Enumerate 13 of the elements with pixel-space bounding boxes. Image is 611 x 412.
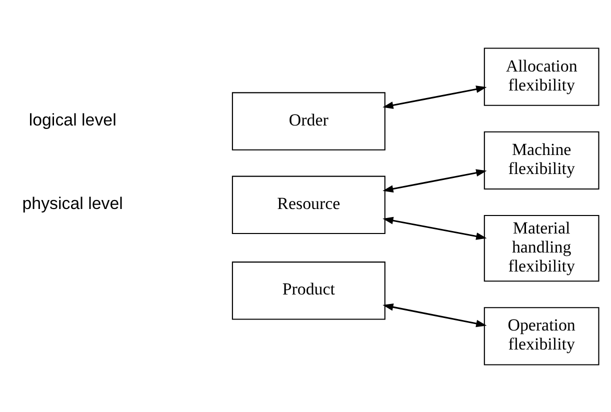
label: physical level xyxy=(22,193,123,212)
arrow xyxy=(382,216,487,240)
arrow xyxy=(382,85,487,108)
node-box: Product xyxy=(232,261,386,320)
label: logical level xyxy=(28,110,116,129)
node-box: Allocation flexibility xyxy=(484,47,600,106)
arrow xyxy=(382,302,487,327)
node-box: Machine flexibility xyxy=(484,130,600,190)
node-box: Material handling flexibility xyxy=(484,214,600,282)
node-box: Operation flexibility xyxy=(484,306,600,365)
node-box: Order xyxy=(232,92,386,150)
node-box: Resource xyxy=(232,175,386,234)
arrow xyxy=(382,168,487,192)
